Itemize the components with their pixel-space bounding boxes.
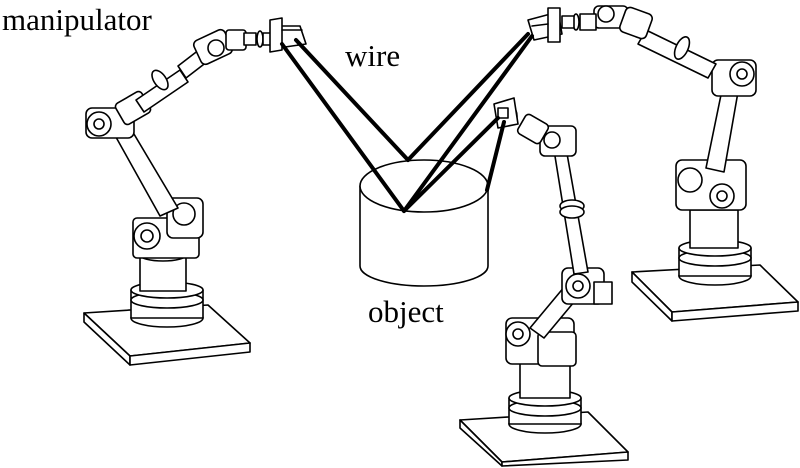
label-object: object xyxy=(368,294,444,329)
robot-center xyxy=(459,97,629,467)
wires xyxy=(280,32,534,213)
wire-4 xyxy=(402,34,534,213)
wire-3 xyxy=(406,32,530,162)
wire-2 xyxy=(294,38,410,162)
wire-1 xyxy=(280,42,406,213)
wire-6 xyxy=(485,120,506,192)
robot-left xyxy=(83,17,307,366)
label-wire: wire xyxy=(345,38,401,73)
object-cylinder xyxy=(359,159,489,287)
label-manipulator: manipulator xyxy=(2,2,152,37)
robot-right xyxy=(527,5,799,322)
wire-5 xyxy=(402,116,500,213)
